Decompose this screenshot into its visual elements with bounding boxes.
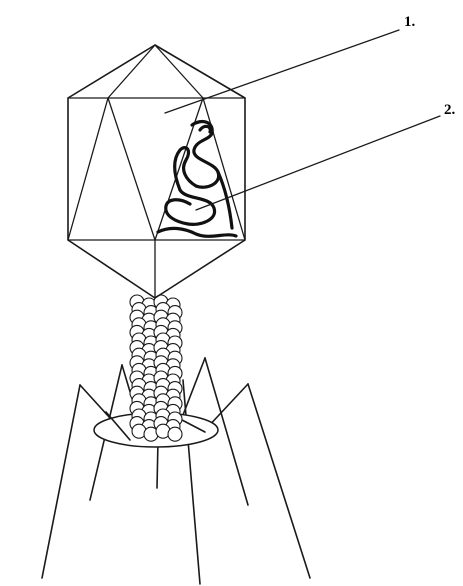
tail-sheath: [130, 295, 182, 441]
capsid-edge: [155, 98, 203, 240]
dna-strand: [158, 122, 236, 237]
capsid-edge: [108, 98, 155, 240]
capsid-edge: [155, 45, 203, 98]
label-1: 1.: [404, 14, 416, 30]
capsid-edge: [68, 98, 108, 240]
tail-fiber: [248, 384, 310, 578]
label-2: 2.: [444, 102, 456, 118]
capsid-edge: [108, 45, 155, 98]
tail-fiber: [183, 358, 205, 415]
tail-fiber: [42, 385, 80, 578]
sheath-bead: [168, 427, 182, 441]
leader-line-2: [196, 116, 440, 210]
